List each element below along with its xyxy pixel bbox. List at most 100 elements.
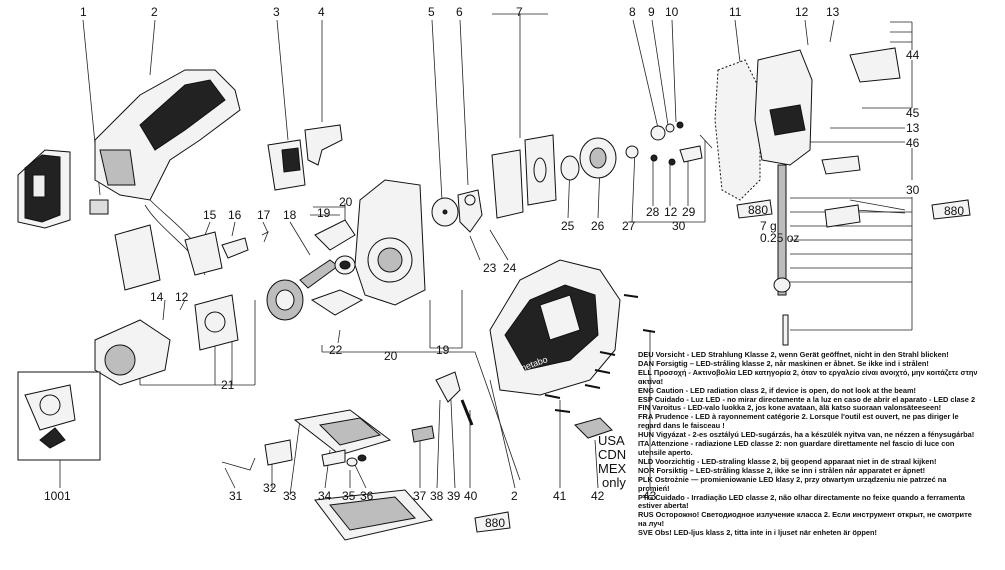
- callout-9: 9: [648, 5, 655, 19]
- motor-part: [94, 279, 304, 386]
- grease-label-1: 880: [748, 203, 768, 217]
- grease-label-2: 880: [944, 204, 964, 218]
- housing-half-part: [94, 69, 241, 291]
- region-cdn: CDN: [598, 447, 626, 462]
- pin-parts: [460, 399, 474, 426]
- region-usa: USA: [598, 433, 625, 448]
- callout-29: 29: [682, 205, 696, 219]
- warning-plk: PLK Ostrożnie — promieniowanie LED klasy…: [638, 474, 947, 493]
- region-mex: MEX: [598, 461, 627, 476]
- warning-ell: ELL Προσοχή - Ακτινοβολία LED κατηγορία …: [638, 367, 978, 386]
- callout-44: 44: [906, 48, 920, 62]
- callout-1001: 1001: [44, 489, 71, 503]
- callout-12b: 12: [664, 205, 678, 219]
- led-warning-text-block: DEU Vorsicht - LED Strahlung Klasse 2, w…: [638, 350, 978, 538]
- callout-39: 39: [447, 489, 461, 503]
- grease-tube-icon: 880: [736, 199, 773, 219]
- allen-key-part: [221, 457, 256, 471]
- grease-tube-icon-2: 880: [931, 199, 971, 220]
- callout-20a: 20: [339, 195, 353, 209]
- callout-12c: 12: [175, 290, 189, 304]
- callout-12a: 12: [795, 5, 809, 19]
- leader-lines: [59, 13, 913, 496]
- callout-30a: 30: [906, 183, 920, 197]
- callout-6: 6: [456, 5, 463, 19]
- callout-4: 4: [318, 5, 325, 19]
- warning-eng: ENG Caution - LED radiation class 2, if …: [638, 385, 917, 395]
- warning-ptg: PTG Cuidado - Irradiação LED classe 2, n…: [638, 492, 965, 511]
- callout-25: 25: [561, 219, 575, 233]
- callout-33: 33: [283, 489, 297, 503]
- callout-43: 43: [643, 489, 657, 503]
- callout-28: 28: [646, 205, 660, 219]
- callout-3: 3: [273, 5, 280, 19]
- callout-8: 8: [629, 5, 636, 19]
- callout-2: 2: [151, 5, 158, 19]
- callout-41: 41: [553, 489, 567, 503]
- gasket-part: [714, 59, 761, 201]
- inset-detail-1001: [17, 371, 101, 461]
- callout-18: 18: [283, 208, 297, 222]
- grease-tube-icon-3: 880: [474, 511, 511, 533]
- warning-hun: HUN Vigyázat - 2-es osztályú LED-sugárzá…: [638, 430, 975, 440]
- callout-10: 10: [665, 5, 679, 19]
- warning-ita: ITA Attenzione - radiazione LED classe 2…: [638, 439, 955, 457]
- foot-plate-part: [264, 409, 392, 466]
- callout-19b: 19: [436, 343, 450, 357]
- small-parts-15-17: [184, 231, 269, 276]
- callout-14: 14: [150, 290, 164, 304]
- callout-23: 23: [483, 261, 497, 275]
- gearbox-housing-part: [310, 179, 426, 316]
- label-sheet-part: [574, 417, 613, 439]
- grease-weight-oz: 0.25 oz: [760, 231, 799, 245]
- callout-32: 32: [263, 481, 277, 495]
- callout-5: 5: [428, 5, 435, 19]
- screw-group-41: [544, 294, 656, 413]
- callout-7: 7: [516, 5, 523, 19]
- callout-35: 35: [342, 489, 356, 503]
- seal-and-bearing-parts: [560, 137, 617, 181]
- warning-nor: NOR Forsiktig – LED-stråling klasse 2, i…: [638, 465, 926, 475]
- gear-shaft-part: [299, 255, 356, 289]
- battery-pack-part: [17, 149, 109, 229]
- callout-38: 38: [430, 489, 444, 503]
- callout-17: 17: [257, 208, 271, 222]
- main-housing-part: metabo: [489, 259, 621, 396]
- callout-22: 22: [329, 343, 343, 357]
- callout-11: 11: [729, 5, 742, 19]
- guide-plate-part: [491, 134, 557, 219]
- warning-fin: FIN Varoitus - LED-valo luokka 2, jos ko…: [638, 403, 942, 413]
- callout-2b: 2: [511, 489, 518, 503]
- callout-26: 26: [591, 219, 605, 233]
- grease-label-3: 880: [485, 516, 505, 530]
- regional-label: USA CDN MEX only: [598, 433, 627, 490]
- callout-42: 42: [591, 489, 605, 503]
- warning-sve: SVE Obs! LED-ljus klass 2, titta inte in…: [638, 528, 878, 538]
- callout-numbers: 1 2 3 4 5 6 7 8 9 10 11 12 13 44 45 13 4…: [44, 5, 920, 503]
- foot-screws: [321, 449, 367, 467]
- callout-31: 31: [229, 489, 243, 503]
- warning-dan: DAN Forsigtig – LED-stråling klasse 2, n…: [638, 358, 929, 368]
- label-strip-part: [411, 371, 461, 443]
- warning-fra: FRA Prudence - LED à rayonnement catégor…: [638, 412, 959, 431]
- callout-40: 40: [464, 489, 478, 503]
- region-only: only: [602, 475, 626, 490]
- callout-21: 21: [221, 378, 235, 392]
- callout-34: 34: [318, 489, 332, 503]
- callout-37: 37: [413, 489, 427, 503]
- warning-deu: DEU Vorsicht - LED Strahlung Klasse 2, w…: [638, 350, 949, 359]
- callout-13b: 13: [906, 121, 920, 135]
- warning-nld: NLD Voorzichtig - LED-straling klasse 2,…: [638, 456, 937, 466]
- callout-45: 45: [906, 106, 920, 120]
- callout-27: 27: [622, 219, 636, 233]
- callout-1: 1: [80, 5, 87, 19]
- switch-part: [267, 139, 306, 191]
- base-plate-part: [314, 489, 433, 541]
- callout-46: 46: [906, 136, 920, 150]
- callout-36: 36: [360, 489, 374, 503]
- callout-15: 15: [203, 208, 217, 222]
- callout-30b: 30: [672, 219, 686, 233]
- washer-parts: [431, 189, 483, 233]
- callout-16: 16: [228, 208, 242, 222]
